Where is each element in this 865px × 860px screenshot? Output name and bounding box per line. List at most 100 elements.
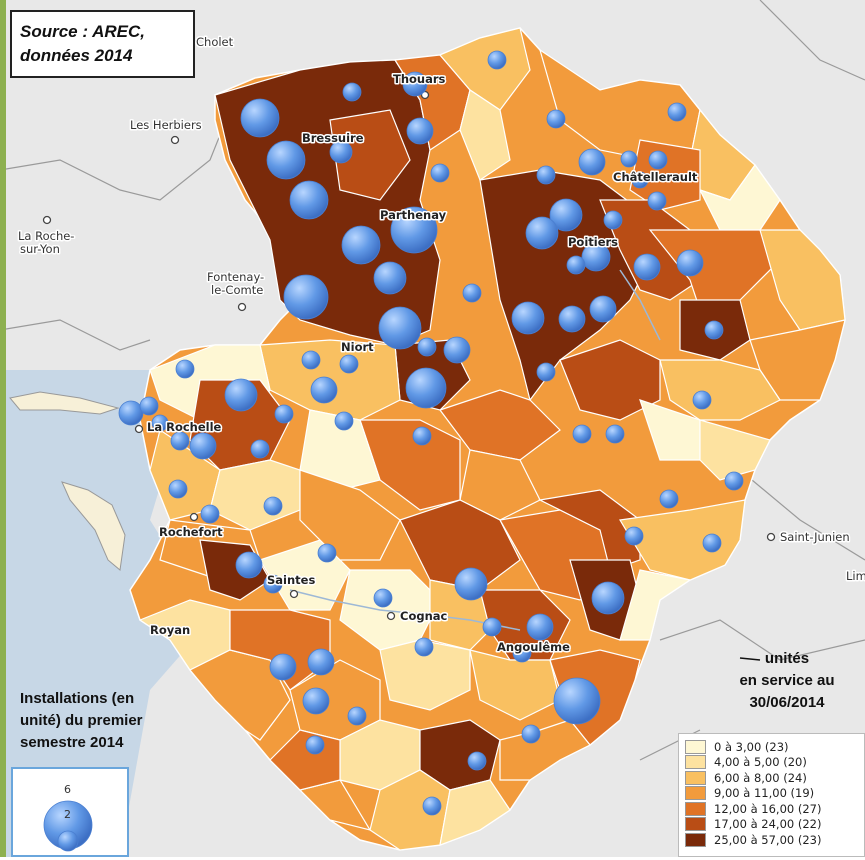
city-label-lim: Lim	[846, 569, 865, 583]
bubble	[283, 274, 329, 320]
bubble	[373, 588, 393, 608]
legend-swatch	[685, 786, 706, 801]
bubble	[724, 471, 744, 491]
legend-row: 6,00 à 8,00 (24)	[685, 770, 858, 786]
bubble	[289, 180, 329, 220]
bubble	[591, 581, 625, 615]
city-label-cognac: Cognac	[400, 609, 448, 623]
rivers	[289, 269, 661, 631]
bubble	[443, 336, 471, 364]
bubble	[525, 216, 559, 250]
bubble	[269, 653, 297, 681]
bubble	[334, 411, 354, 431]
legend-label: 4,00 à 5,00 (20)	[714, 755, 807, 770]
bubble-legend: 6 2	[11, 767, 129, 857]
bubble	[373, 261, 407, 295]
bubble	[266, 140, 306, 180]
bubble-legend-small-label: 2	[64, 808, 71, 821]
city-label-les-herbiers: Les Herbiers	[130, 118, 202, 132]
bubble	[189, 432, 217, 460]
legend-title: unités en service au 30/06/2014	[712, 648, 862, 714]
source-box: Source : AREC, données 2014	[10, 10, 195, 78]
bubble	[274, 404, 294, 424]
bubble	[342, 82, 362, 102]
bubble	[240, 98, 280, 138]
city-label-angouleme: Angoulême	[497, 640, 570, 654]
bubble	[224, 378, 258, 412]
units-arrow	[739, 657, 761, 661]
bubble	[417, 337, 437, 357]
bubble	[378, 306, 422, 350]
bubble	[235, 551, 263, 579]
source-line-1: Source : AREC,	[20, 22, 146, 41]
bubble	[549, 198, 583, 232]
source-line-2: données 2014	[20, 46, 133, 65]
bubble	[704, 320, 724, 340]
color-legend: 0 à 3,00 (23) 4,00 à 5,00 (20) 6,00 à 8,…	[678, 733, 865, 857]
bubble	[546, 109, 566, 129]
bubble	[175, 359, 195, 379]
legend-swatch	[685, 817, 706, 832]
installation-bubbles	[118, 50, 744, 816]
legend-swatch	[685, 832, 706, 847]
bubble	[170, 431, 190, 451]
legend-row: 25,00 à 57,00 (23)	[685, 832, 858, 848]
bubble	[692, 390, 712, 410]
bubble	[603, 210, 623, 230]
bubble	[402, 71, 428, 97]
bubble	[659, 489, 679, 509]
city-label-saint-junien: Saint-Junien	[780, 530, 850, 544]
bubble	[467, 751, 487, 771]
legend-swatch	[685, 801, 706, 816]
city-label-fontenay-2: le-Comte	[211, 283, 263, 297]
legend-title-line-1: unités	[764, 650, 810, 667]
legend-label: 6,00 à 8,00 (24)	[714, 770, 807, 785]
bubble	[430, 163, 450, 183]
bubble	[405, 367, 447, 409]
legend-label: 25,00 à 57,00 (23)	[714, 832, 822, 847]
left-accent-strip	[0, 0, 6, 857]
bubble	[412, 426, 432, 446]
city-label-la-rochelle: La Rochelle	[147, 420, 222, 434]
bubble	[302, 687, 330, 715]
city-label-thouars: Thouars	[393, 72, 446, 86]
bubble	[454, 567, 488, 601]
bubble	[512, 643, 532, 663]
bubble	[347, 706, 367, 726]
bubble	[521, 724, 541, 744]
bubble-legend-title: Installations (en unité) du premier seme…	[20, 688, 180, 754]
bubble	[536, 362, 556, 382]
bubble	[263, 496, 283, 516]
bubble-title-line-3: semestre 2014	[20, 734, 124, 751]
bubble-title-line-2: unité) du premier	[20, 712, 143, 729]
bubble	[118, 400, 144, 426]
legend-row: 9,00 à 11,00 (19)	[685, 786, 858, 802]
bubble	[676, 249, 704, 277]
bubble	[339, 354, 359, 374]
city-label-chatellerault: Châtellerault	[613, 170, 698, 184]
city-label-poitiers: Poitiers	[568, 235, 618, 249]
bubble	[631, 171, 649, 189]
bubble	[647, 191, 667, 211]
bubble	[329, 140, 353, 164]
bubble	[487, 50, 507, 70]
bubble	[462, 283, 482, 303]
bubble-legend-small	[57, 830, 79, 852]
legend-label: 12,00 à 16,00 (27)	[714, 801, 822, 816]
bubble	[168, 479, 188, 499]
bubble	[310, 376, 338, 404]
bubble	[307, 648, 335, 676]
city-label-cholet: Cholet	[196, 35, 234, 49]
bubble	[200, 504, 220, 524]
city-label-fontenay-1: Fontenay-	[207, 270, 264, 284]
bubble	[605, 424, 625, 444]
bubble	[406, 117, 434, 145]
city-label-rochefort: Rochefort	[159, 525, 223, 539]
city-label-parthenay: Parthenay	[380, 208, 447, 222]
legend-row: 17,00 à 24,00 (22)	[685, 817, 858, 833]
bubble	[702, 533, 722, 553]
bubble	[581, 242, 611, 272]
city-labels: Cholet Thouars Les Herbiers Bressuire Ch…	[17, 34, 865, 656]
bubble	[624, 526, 644, 546]
